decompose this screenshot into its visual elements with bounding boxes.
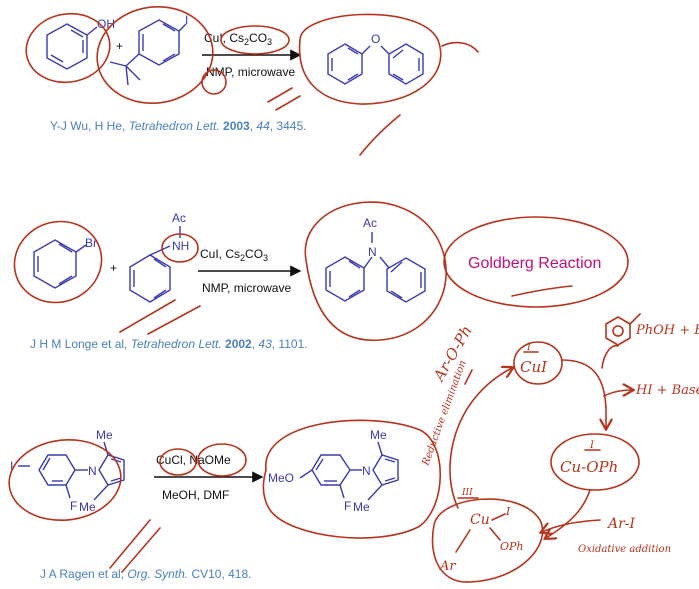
plus-sign-2: + <box>110 261 117 275</box>
named-reaction-label: Goldberg Reaction <box>468 255 601 272</box>
reaction-2: Br + NH Ac CuI, Cs2CO3 NMP, microwave N … <box>30 211 426 351</box>
ann-cu-i: CuI <box>520 358 548 376</box>
product-3-f-label: F <box>344 499 351 513</box>
cu-iii-complex: III Cu I OPh Ar <box>431 488 544 583</box>
reaction-2-reference: J H M Longe et al, Tetrahedron Lett. 200… <box>30 337 308 351</box>
acetanilide-ac-label: Ac <box>172 211 186 225</box>
cu-iii-iodide: I <box>505 505 511 518</box>
reactant-3-n-label: N <box>88 464 97 478</box>
ann-oxidative-addition: Oxidative addition <box>578 544 671 555</box>
product-3-n-label: N <box>362 464 371 478</box>
reaction-1-reagent-top: CuI, Cs2CO3 <box>204 31 272 47</box>
cu-iii-aryl: Ar <box>439 559 456 574</box>
phenol-oh-label: OH <box>97 17 115 31</box>
ann-cu-oph: Cu-OPh <box>560 458 618 476</box>
reaction-3-reagent-bottom: MeOH, DMF <box>162 488 229 502</box>
ann-hi-base: HI + Base <box>635 383 699 398</box>
aryl-iodide-label: I <box>185 13 188 27</box>
phenol-structure: OH <box>46 17 115 70</box>
bromo-label: Br <box>85 236 97 250</box>
bromobenzene-structure: Br <box>33 236 97 289</box>
cu-iii-oxidation-state: III <box>461 488 473 498</box>
reactant-3-iodo-label: I <box>10 459 13 473</box>
cu-oph-species: I Cu-OPh <box>550 433 640 491</box>
product-3-me-top-label: Me <box>370 428 387 442</box>
n-phenylacetanilide-structure: N Ac <box>325 216 426 303</box>
reaction-3-reagent-top: CuCl, NaOMe <box>156 453 231 467</box>
cu-i-oxidation-state: I <box>526 342 532 353</box>
cu-oph-oxidation-state: I <box>589 440 595 451</box>
reaction-2-reagent-top: CuI, Cs2CO3 <box>200 247 268 263</box>
aryl-iodide-structure: I <box>109 13 188 86</box>
acetanilide-structure: NH Ac <box>129 211 189 303</box>
ink-marks-reaction-1 <box>25 5 479 156</box>
product-3-me-bottom-label: Me <box>353 500 370 514</box>
iodo-fluoro-phenylpyrrole-structure: I N Me F Me <box>10 428 125 514</box>
cu-i-species: I CuI <box>513 341 563 385</box>
reactant-3-me-bottom-label: Me <box>79 500 96 514</box>
catalytic-cycle: Ar-O-Ph I CuI PhOH + Base HI + Base I Cu… <box>420 313 699 583</box>
product-n-label: N <box>368 245 377 259</box>
reaction-3-reference: J A Ragen et al, Org. Synth. CV10, 418. <box>40 567 251 581</box>
cu-iii-oph: OPh <box>500 540 524 553</box>
goldberg-reaction-label-group: Goldberg Reaction <box>443 216 629 308</box>
ether-o-label: O <box>371 32 380 46</box>
ann-ar-i: Ar-I <box>606 516 636 532</box>
methoxy-fluoro-phenylpyrrole-structure: MeO N Me F Me <box>268 428 399 514</box>
cu-iii-cu: Cu <box>470 512 490 528</box>
reaction-1-reference: Y-J Wu, H He, Tetrahedron Lett. 2003, 44… <box>50 119 306 133</box>
phenol-base-input: PhOH + Base <box>605 313 699 346</box>
product-3-meo-label: MeO <box>268 471 294 485</box>
diphenyl-ether-structure: O <box>327 32 424 85</box>
reaction-1: OH + I CuI, Cs2CO3 NMP, microwave O <box>46 13 424 133</box>
ann-phenol-base: PhOH + Base <box>635 323 699 338</box>
reactant-3-me-top-label: Me <box>96 428 113 442</box>
ink-marks-reaction-3 <box>8 419 442 573</box>
reaction-2-reagent-bottom: NMP, microwave <box>202 281 291 295</box>
reactant-3-f-label: F <box>70 499 77 513</box>
product-ac-label: Ac <box>363 216 377 230</box>
plus-sign-1: + <box>116 39 123 53</box>
reaction-1-reagent-bottom: NMP, microwave <box>206 65 295 79</box>
ink-marks-reaction-2 <box>13 201 447 341</box>
acetanilide-nh-label: NH <box>172 239 189 253</box>
reaction-3: I N Me F Me CuCl, NaOMe MeOH, DMF MeO <box>10 428 399 581</box>
